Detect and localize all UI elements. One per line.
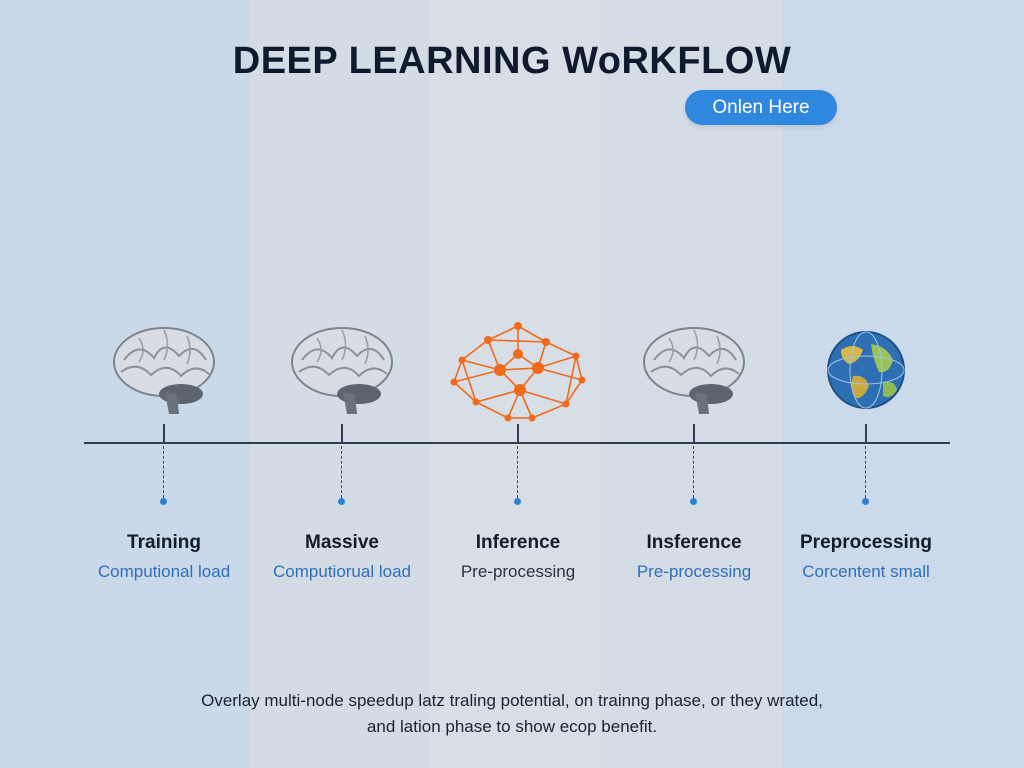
timeline-dot	[338, 498, 345, 505]
stage-preprocessing: Preprocessing Corcentent small	[766, 320, 966, 590]
neural-network-icon	[418, 320, 618, 425]
stage-title: Insference	[646, 532, 742, 553]
timeline-connector	[341, 446, 342, 498]
stage-massive: Massive Computiorual load	[242, 320, 442, 590]
stage-title: Training	[127, 532, 201, 553]
brain-icon	[242, 320, 442, 425]
stage-subtitle: Pre-processing	[636, 562, 752, 581]
timeline-tick	[341, 424, 343, 444]
stage-title: Inference	[475, 532, 561, 553]
timeline-dot	[160, 498, 167, 505]
cta-button[interactable]: Onlen Here	[685, 90, 837, 125]
footnote: Overlay multi-node speedup latz traling …	[0, 688, 1024, 740]
timeline-tick	[693, 424, 695, 444]
timeline-connector	[517, 446, 518, 498]
stage-subtitle: Pre-processing	[460, 562, 576, 581]
timeline-dot	[514, 498, 521, 505]
footnote-line-1: Overlay multi-node speedup latz traling …	[201, 691, 823, 710]
background-band	[782, 0, 1024, 768]
brain-icon	[594, 320, 794, 425]
timeline-tick	[163, 424, 165, 444]
stage-training: Training Computional load	[64, 320, 264, 590]
stage-inference: Inference Pre-processing	[418, 320, 618, 590]
stage-subtitle: Computiorual load	[273, 562, 411, 581]
timeline-connector	[865, 446, 866, 498]
stage-subtitle: Corcentent small	[802, 562, 930, 581]
timeline-connector	[163, 446, 164, 498]
stage-subtitle: Computional load	[97, 562, 231, 581]
stage-insference: Insference Pre-processing	[594, 320, 794, 590]
timeline-dot	[690, 498, 697, 505]
timeline-tick	[517, 424, 519, 444]
timeline-connector	[693, 446, 694, 498]
footnote-line-2: and lation phase to show ecop benefit.	[366, 717, 658, 736]
stage-title: Preprocessing	[800, 532, 932, 553]
stage-title: Massive	[305, 532, 379, 553]
globe-icon	[766, 320, 966, 425]
background-band	[430, 0, 602, 768]
page-title: DEEP LEARNING WoRKFLOW	[232, 40, 792, 82]
brain-icon	[64, 320, 264, 425]
timeline-tick	[865, 424, 867, 444]
timeline-dot	[862, 498, 869, 505]
